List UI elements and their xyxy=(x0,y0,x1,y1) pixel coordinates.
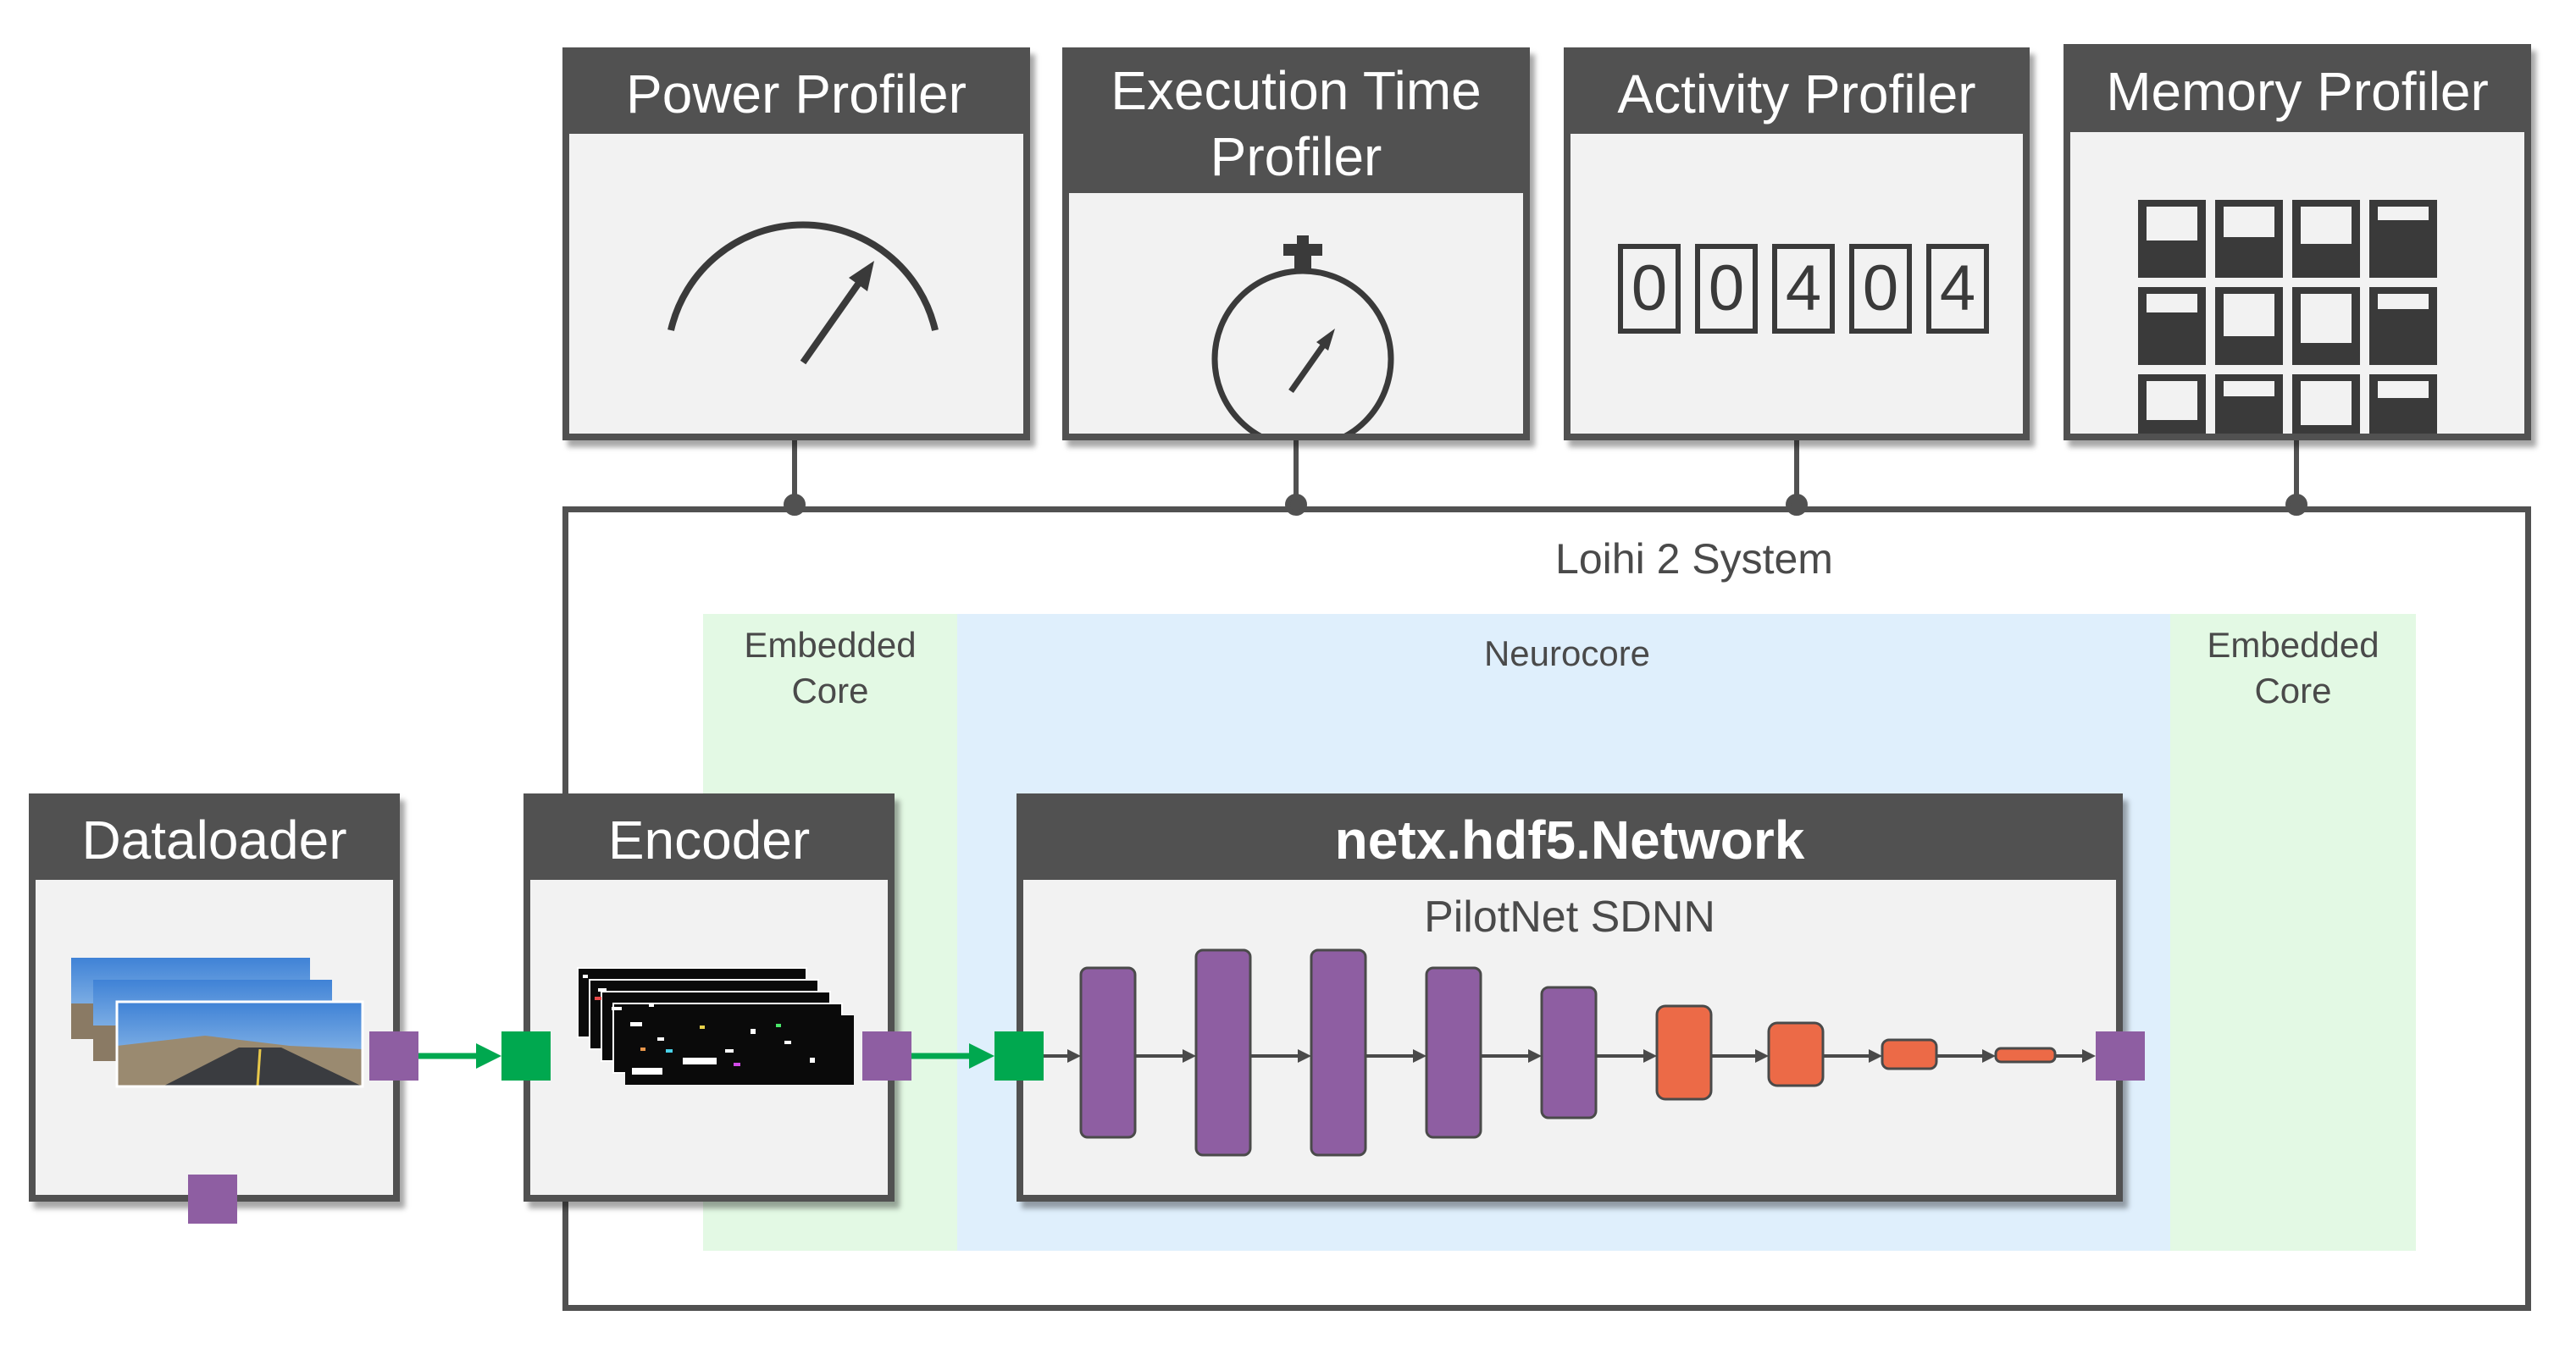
execution-time-profiler: Execution Time Profiler xyxy=(1062,47,1530,440)
network-subtitle: PilotNet SDNN xyxy=(1424,893,1715,942)
memory-profiler-title: Memory Profiler xyxy=(2070,51,2524,132)
gauge-icon xyxy=(668,221,939,365)
neurocore-label: Neurocore xyxy=(1483,633,1651,673)
edge-dataloader-encoder xyxy=(418,1043,501,1069)
event-frame-stack xyxy=(577,967,854,1085)
conv-layer xyxy=(1310,948,1367,1157)
dataloader-out-port xyxy=(369,1031,418,1081)
activity-profiler: Activity Profiler 0 0 4 0 4 xyxy=(1564,47,2030,440)
road-images-icon xyxy=(71,958,364,1088)
layer-connector xyxy=(1044,1049,2096,1063)
memory-block-row-2 xyxy=(2138,287,2437,365)
pilotnet-layers xyxy=(1044,948,2096,1157)
stopwatch-icon xyxy=(1211,235,1394,434)
dense-layer xyxy=(1994,1047,2057,1064)
connector-memory xyxy=(2285,440,2307,516)
network-in-port xyxy=(994,1031,1044,1081)
event-frames-icon xyxy=(577,967,854,1085)
connector-execution-time xyxy=(1285,440,1307,516)
counter-digit: 0 xyxy=(1695,244,1758,334)
dataloader-out-port-bottom xyxy=(188,1175,237,1224)
road-image-front xyxy=(115,1000,364,1088)
memory-profiler: Memory Profiler xyxy=(2064,44,2531,440)
power-profiler: Power Profiler xyxy=(562,47,1030,440)
memory-blocks-icon xyxy=(2138,200,2437,434)
dataloader-title: Dataloader xyxy=(36,800,393,880)
event-noise xyxy=(583,975,815,1075)
encoder-title: Encoder xyxy=(530,800,888,880)
event-noise-color xyxy=(595,997,781,1066)
counter-icon: 0 0 4 0 4 xyxy=(1618,244,1991,337)
conv-layer xyxy=(1079,966,1137,1139)
counter-digit: 0 xyxy=(1849,244,1912,334)
edge-encoder-network xyxy=(911,1043,994,1069)
dense-layer xyxy=(1655,1004,1713,1101)
power-profiler-title: Power Profiler xyxy=(569,54,1023,134)
loihi-2-system-label: Loihi 2 System xyxy=(1555,535,1833,583)
embedded-core-right-region xyxy=(2170,614,2416,1251)
counter-digit: 4 xyxy=(1926,244,1989,334)
network-out-port xyxy=(2096,1031,2145,1081)
conv-layer xyxy=(1425,966,1482,1139)
embedded-core-right-label: Embedded Core xyxy=(2207,625,2379,710)
conv-layer xyxy=(1194,948,1252,1157)
network-title: netx.hdf5.Network xyxy=(1023,800,2116,880)
dense-layer xyxy=(1881,1038,1938,1070)
conv-layer xyxy=(1540,986,1598,1119)
connector-power xyxy=(784,440,806,516)
counter-digit: 4 xyxy=(1772,244,1835,334)
memory-block-row-3 xyxy=(2138,374,2437,434)
connector-activity xyxy=(1786,440,1808,516)
dense-layer xyxy=(1767,1021,1825,1087)
activity-profiler-title: Activity Profiler xyxy=(1571,54,2023,134)
memory-block-row-1 xyxy=(2138,200,2437,278)
embedded-core-left-label: Embedded Core xyxy=(744,625,917,710)
counter-digit: 0 xyxy=(1618,244,1681,334)
execution-time-profiler-title: Execution Time Profiler xyxy=(1069,54,1523,193)
encoder-in-port xyxy=(501,1031,551,1081)
encoder-block: Encoder xyxy=(524,793,895,1202)
dataloader-block: Dataloader xyxy=(29,793,400,1202)
encoder-out-port xyxy=(862,1031,911,1081)
